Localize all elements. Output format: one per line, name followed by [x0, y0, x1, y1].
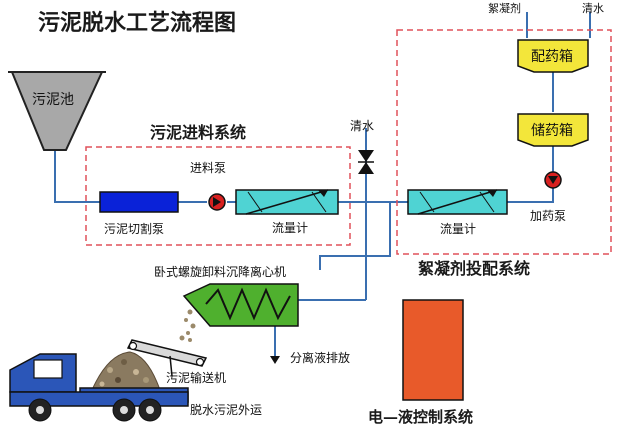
transport-label: 脱水污泥外运	[190, 402, 262, 417]
separated-liquid-arrow	[270, 356, 280, 364]
mixing-box-label: 配药箱	[531, 49, 573, 65]
pipe-to-centrifuge-inlet	[319, 201, 408, 270]
sludge-cutting-pump-label: 污泥切割泵	[104, 221, 164, 236]
flowmeter-1-label: 流量计	[272, 221, 308, 235]
control-system-label: 电—液控制系统	[368, 408, 473, 426]
sludge-cutting-pump	[99, 191, 179, 213]
diagram-title: 污泥脱水工艺流程图	[38, 10, 236, 36]
sludge-tank-hopper	[10, 71, 104, 151]
conveyor-label: 污泥输送机	[166, 370, 226, 385]
dosing-pump	[544, 171, 562, 189]
sludge-pile	[91, 351, 161, 391]
clean-water-top-label: 清水	[582, 2, 604, 15]
conveyor	[126, 339, 208, 377]
pipe-pump-to-flowmeter	[507, 188, 554, 203]
feed-pump-label: 进料泵	[190, 161, 226, 175]
sludge-tank: 污泥池	[8, 71, 106, 151]
flocculant-system-label: 絮凝剂投配系统	[418, 259, 530, 278]
storage-box-label: 储药箱	[531, 123, 573, 139]
centrifuge	[182, 283, 299, 327]
mixing-box: 配药箱	[517, 39, 589, 73]
storage-box: 储药箱	[517, 113, 589, 147]
feed-pump	[208, 193, 226, 211]
pipe-tank-to-cutting-pump	[54, 150, 100, 203]
control-cabinet	[402, 299, 464, 401]
flocculant-system-frame	[396, 29, 612, 255]
truck	[9, 353, 189, 422]
sludge-tank-label: 污泥池	[32, 92, 74, 108]
centrifuge-label: 卧式螺旋卸料沉降离心机	[154, 264, 286, 279]
feed-system-frame	[85, 146, 351, 246]
flowmeter-1	[235, 189, 339, 215]
flowmeter-2	[407, 189, 508, 215]
dosing-pump-label: 加药泵	[530, 209, 566, 223]
clean-water-valve[interactable]	[358, 150, 374, 174]
falling-sludge	[179, 309, 196, 342]
clean-water-mid-label: 清水	[350, 119, 374, 133]
separated-liquid-label: 分离液排放	[290, 350, 350, 365]
pipes	[54, 12, 591, 356]
flowmeter-2-label: 流量计	[440, 222, 476, 236]
flocculant-input-label: 絮凝剂	[488, 1, 521, 15]
feed-system-label: 污泥进料系统	[150, 123, 246, 142]
